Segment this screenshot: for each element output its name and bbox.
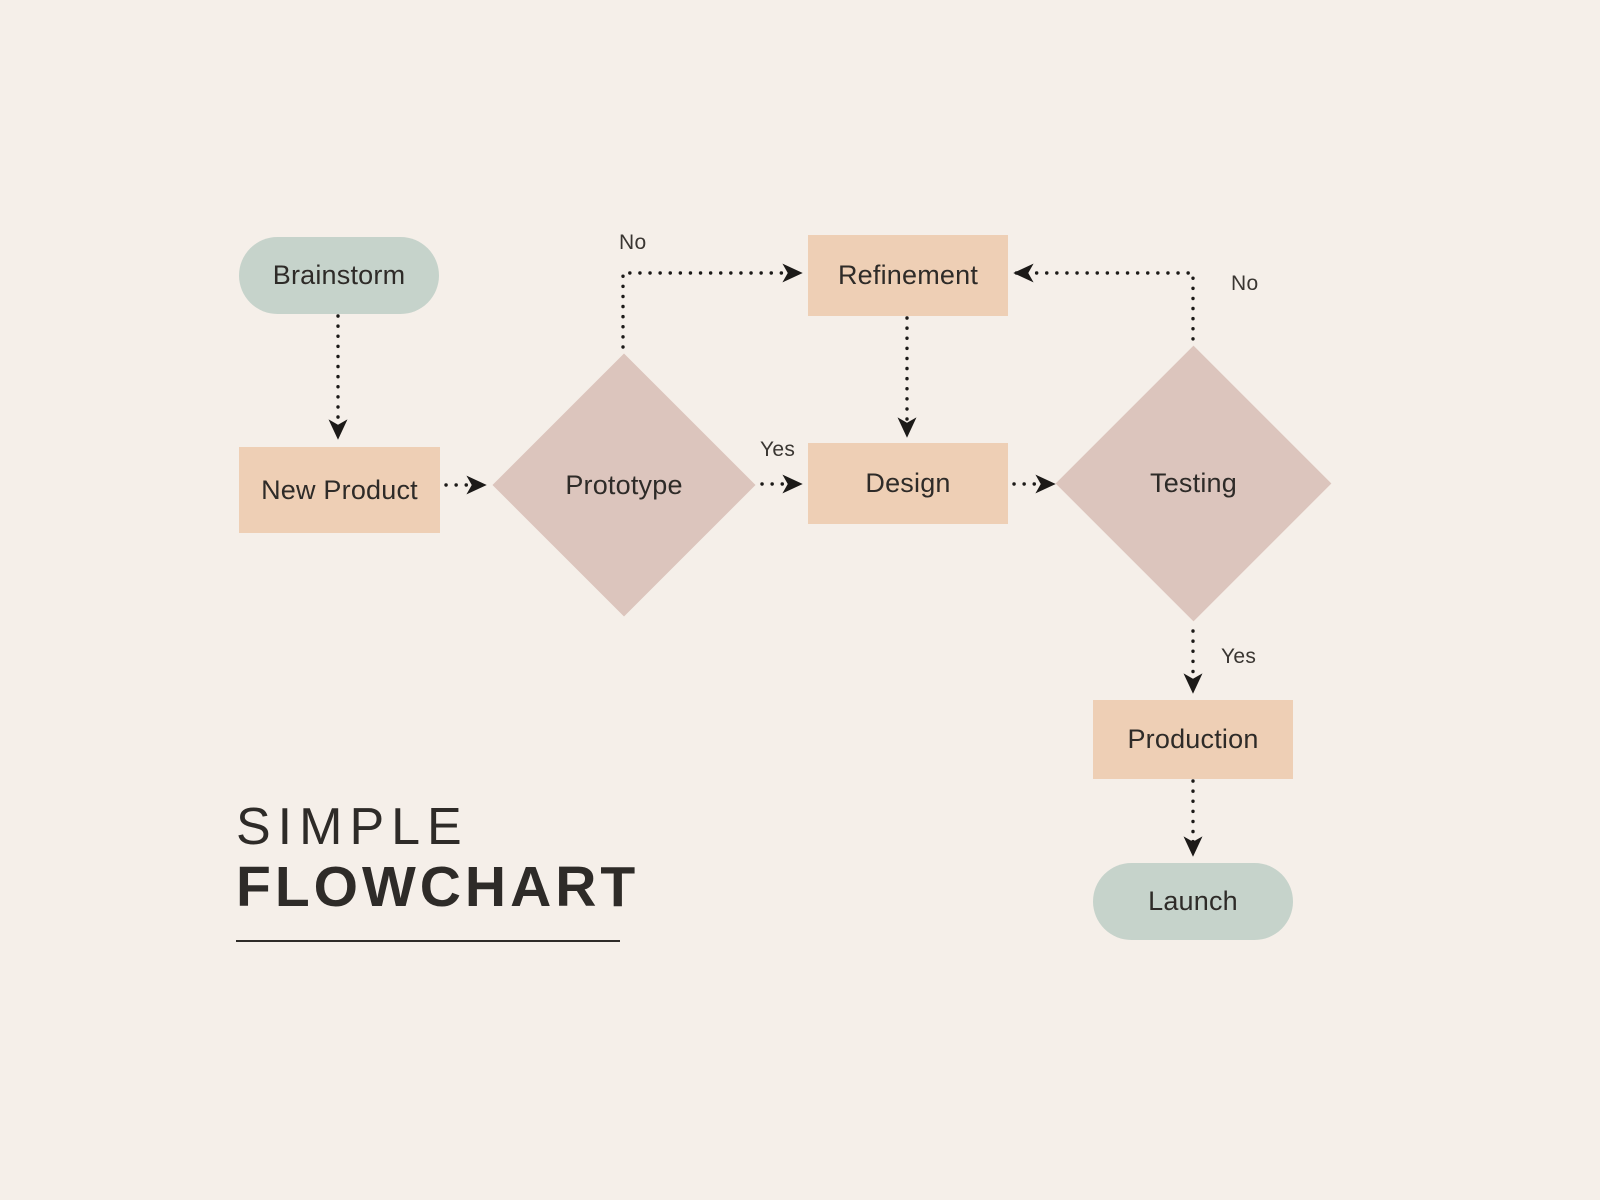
title-line-flowchart: FLOWCHART [236,854,640,919]
node-production-label: Production [1127,724,1259,754]
node-launch[interactable]: Launch [1093,863,1293,940]
edge-label-prototype-no: No [619,231,647,254]
node-refinement-label: Refinement [837,260,979,290]
node-testing-label: Testing [1150,468,1237,498]
title-block: SIMPLE FLOWCHART [236,798,656,943]
node-design-label: Design [865,468,951,498]
node-testing[interactable]: Testing [1055,345,1332,622]
node-brainstorm-label: Brainstorm [272,260,406,290]
title-underline-rule [236,940,620,943]
node-new-product-label: New Product [261,474,418,505]
node-new-product[interactable]: New Product [239,447,440,533]
node-production[interactable]: Production [1093,700,1293,779]
edge-testing-no-to-refinement [1013,263,1195,351]
node-launch-label: Launch [1148,886,1238,916]
edge-label-testing-no: No [1231,272,1259,295]
edge-label-testing-yes: Yes [1221,645,1257,668]
edge-label-prototype-yes: Yes [760,438,796,461]
node-prototype-label: Prototype [565,469,683,500]
node-design[interactable]: Design [808,443,1008,524]
title-line-simple: SIMPLE [236,798,469,856]
node-refinement[interactable]: Refinement [808,235,1008,316]
edge-prototype-no-to-refinement [621,263,803,349]
node-brainstorm[interactable]: Brainstorm [239,237,439,314]
node-prototype[interactable]: Prototype [492,353,756,617]
